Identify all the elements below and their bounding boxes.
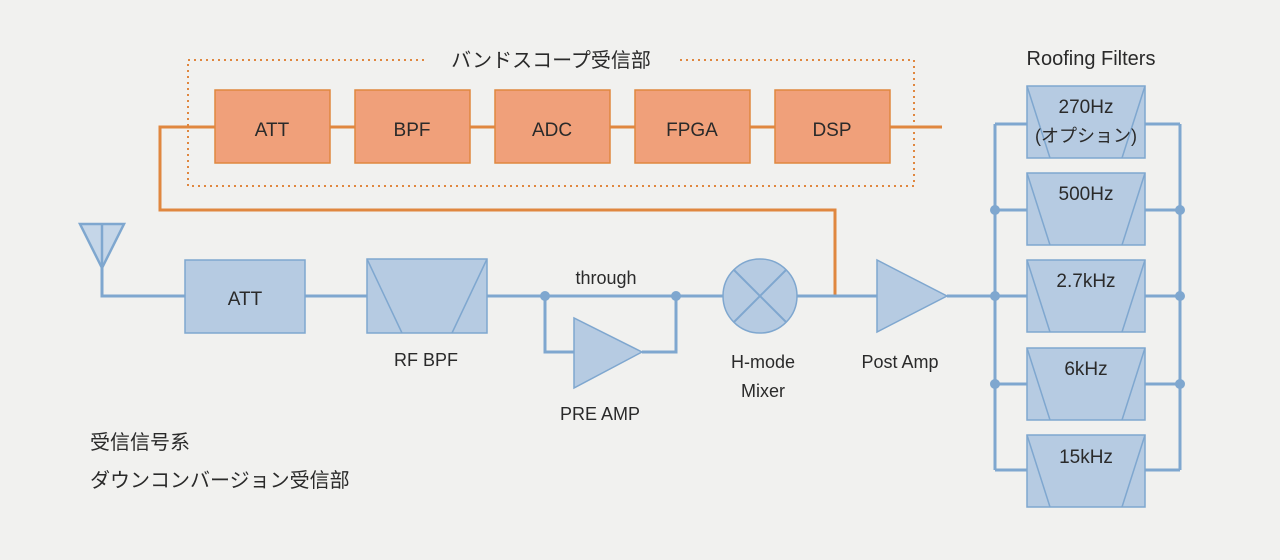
filter-270hz-label: 270Hz — [1059, 97, 1114, 118]
pre-amp-triangle — [573, 316, 644, 390]
caption-line2: ダウンコンバージョン受信部 — [90, 469, 350, 492]
filter-2-7khz-label: 2.7kHz — [1056, 271, 1115, 292]
scope-block-fpga-label: FPGA — [666, 120, 718, 141]
filter-15khz: 15kHz — [1026, 434, 1146, 508]
filter-500hz: 500Hz — [1026, 172, 1146, 246]
rf-bpf-label: RF BPF — [394, 350, 458, 370]
antenna-icon — [77, 222, 127, 271]
roofing-filters-title: Roofing Filters — [1027, 48, 1156, 70]
mixer-label-line1: H-mode — [731, 352, 795, 372]
post-amp-label: Post Amp — [861, 352, 938, 372]
filter-option-note: (オプション) — [1035, 126, 1137, 146]
scope-block-bpf: BPF — [354, 89, 471, 164]
pre-amp-label: PRE AMP — [560, 404, 640, 424]
att-block: ATT — [184, 259, 306, 334]
scope-block-adc: ADC — [494, 89, 611, 164]
post-amp-triangle — [876, 258, 949, 334]
through-label: through — [575, 268, 636, 288]
filter-500hz-label: 500Hz — [1059, 184, 1114, 205]
filter-6khz: 6kHz — [1026, 347, 1146, 421]
mixer-label-line2: Mixer — [741, 381, 785, 401]
band-scope-feed-line — [158, 125, 837, 296]
filter-15khz-label: 15kHz — [1059, 447, 1113, 468]
rf-bpf-block — [366, 258, 488, 334]
band-scope-title-bg — [426, 48, 676, 72]
scope-block-dsp: DSP — [774, 89, 891, 164]
scope-block-att: ATT — [214, 89, 331, 164]
scope-block-fpga: FPGA — [634, 89, 751, 164]
mixer-symbol — [722, 258, 798, 334]
junction-dots — [540, 205, 1185, 389]
scope-block-dsp-label: DSP — [812, 120, 851, 141]
scope-block-adc-label: ADC — [532, 120, 572, 141]
caption-line1: 受信信号系 — [90, 431, 190, 454]
scope-block-att-label: ATT — [255, 120, 290, 141]
filter-2-7khz: 2.7kHz — [1026, 259, 1146, 333]
band-scope-title: バンドスコープ受信部 — [451, 49, 651, 72]
scope-block-bpf-label: BPF — [394, 120, 431, 141]
att-block-label: ATT — [228, 289, 263, 310]
filter-270hz: 270Hz (オプション) — [1026, 85, 1146, 159]
filter-6khz-label: 6kHz — [1064, 359, 1107, 380]
